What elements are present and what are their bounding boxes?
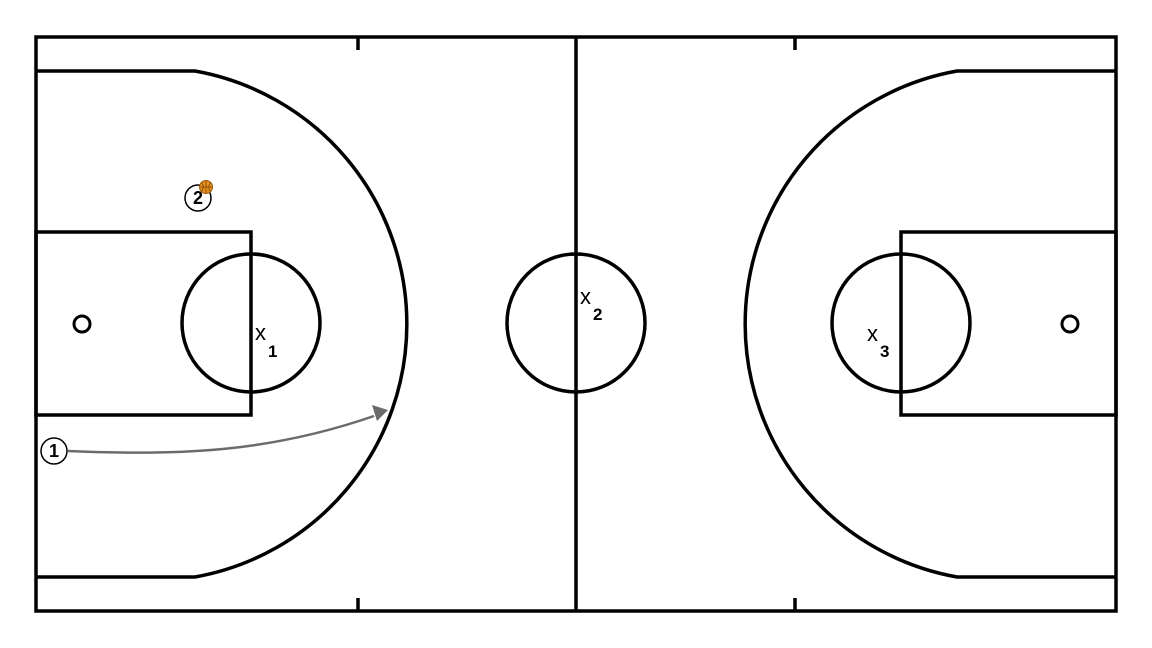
defender-x2[interactable]: x 2 xyxy=(580,284,602,324)
center-circle xyxy=(505,252,647,394)
defender-x3[interactable]: x 3 xyxy=(867,321,889,361)
offense-player-1-number: 1 xyxy=(49,441,59,461)
defender-x1-letter: x xyxy=(255,320,266,345)
offense-player-2-number: 2 xyxy=(193,188,203,208)
right-hoop xyxy=(1060,314,1080,334)
left-key xyxy=(34,230,253,417)
defender-x3-number: 3 xyxy=(880,342,889,361)
offense-player-2[interactable]: 2 xyxy=(184,180,213,212)
defender-x3-letter: x xyxy=(867,321,878,346)
left-three-point-line xyxy=(36,69,409,579)
right-free-throw-circle xyxy=(830,252,972,394)
defender-x2-number: 2 xyxy=(593,305,602,324)
right-three-point-line xyxy=(743,69,1116,579)
basketball-icon xyxy=(199,180,213,194)
left-free-throw-circle xyxy=(180,252,322,394)
defender-x1[interactable]: x 1 xyxy=(255,320,277,361)
arrowhead-icon xyxy=(372,405,388,421)
movement-arrow-path xyxy=(67,414,375,454)
defender-x2-letter: x xyxy=(580,284,591,309)
offense-player-1[interactable]: 1 xyxy=(40,437,68,465)
sideline-ticks xyxy=(356,37,797,611)
defender-x1-number: 1 xyxy=(268,342,277,361)
left-hoop xyxy=(72,314,92,334)
right-key xyxy=(899,230,1118,417)
